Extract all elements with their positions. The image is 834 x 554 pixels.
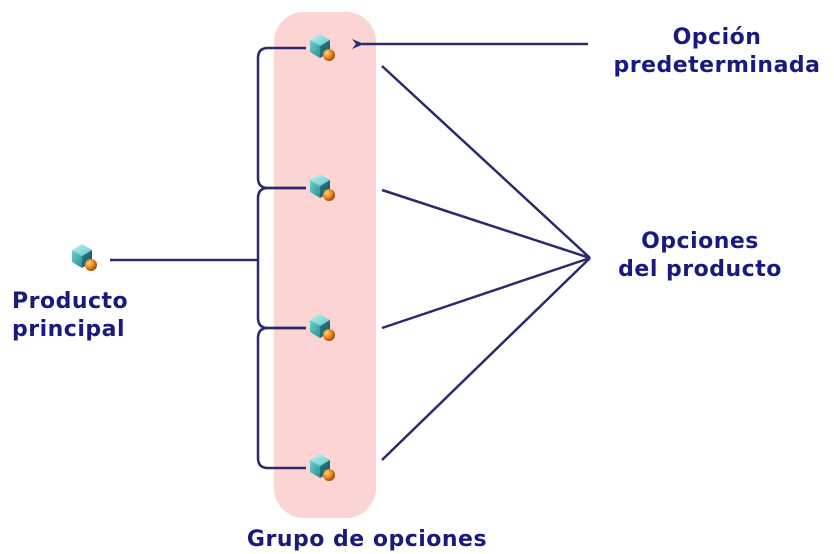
main-product-cube-icon — [72, 244, 97, 271]
option-bracket — [110, 46, 306, 470]
connector-option-4 — [381, 257, 591, 461]
default-option-label: Opción predeterminada — [600, 24, 834, 80]
connector-option-2 — [381, 188, 591, 260]
main-product-label-line2: principal — [12, 317, 126, 342]
product-options-label: Opciones del producto — [600, 228, 800, 284]
product-option-connectors — [381, 65, 591, 461]
option-group-label: Grupo de opciones — [246, 527, 488, 552]
product-options-label-line2: del producto — [618, 257, 782, 282]
product-options-label-line1: Opciones — [641, 229, 759, 254]
main-product-label: Producto principal — [12, 288, 128, 344]
connector-option-3 — [381, 256, 591, 330]
default-option-label-line2: predeterminada — [613, 53, 821, 78]
connector-option-1 — [381, 65, 591, 259]
option-group-band — [274, 12, 376, 518]
main-product-label-line1: Producto — [12, 289, 129, 314]
default-option-label-line1: Opción — [672, 25, 762, 50]
